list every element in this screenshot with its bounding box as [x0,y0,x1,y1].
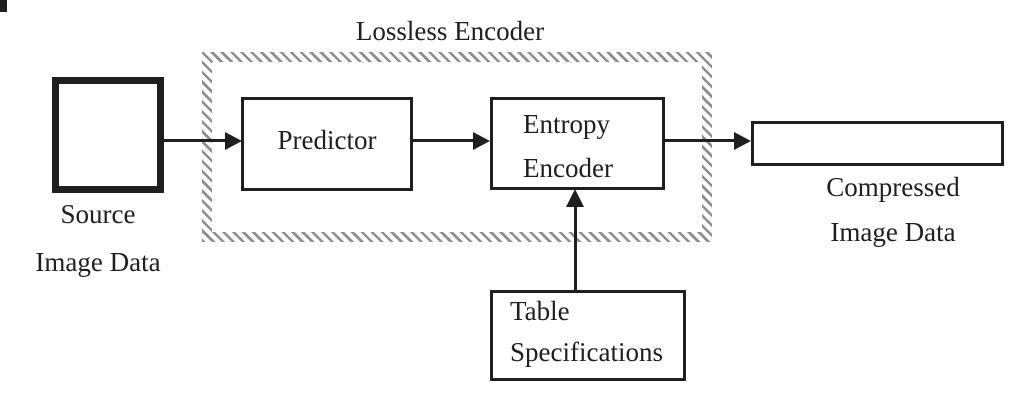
table-specifications-label-line1: Table [510,296,570,326]
arrowhead-right-icon [734,132,751,150]
arrowhead-right-icon [225,132,242,150]
entropy-encoder-box: Entropy Encoder [490,97,665,190]
diagram-title: Lossless Encoder [355,16,545,46]
source-caption-line1: Source [60,199,136,229]
arrow-shaft [163,139,225,142]
arrowhead-right-icon [473,132,490,150]
predictor-label: Predictor [277,125,377,155]
scan-artifact [0,0,7,12]
table-specifications-label-line2: Specifications [510,337,663,367]
arrowhead-up-icon [566,189,584,207]
compressed-caption-line2: Image Data [830,217,956,247]
arrow-shaft [412,139,473,142]
compressed-image-data-caption: Compressed Image Data [768,172,1018,247]
source-image-data-box [52,77,164,193]
arrow-shaft [664,139,734,142]
entropy-encoder-label-line1: Entropy [523,109,610,139]
table-specifications-box: Table Specifications [490,290,686,381]
entropy-encoder-label-line2: Encoder [523,153,613,183]
source-caption-line2: Image Data [35,247,161,277]
predictor-box: Predictor [241,97,413,191]
compressed-image-data-box [751,121,1004,166]
arrow-shaft [574,205,577,290]
compressed-caption-line1: Compressed [826,172,960,202]
source-image-data-caption: Source Image Data [8,199,188,277]
